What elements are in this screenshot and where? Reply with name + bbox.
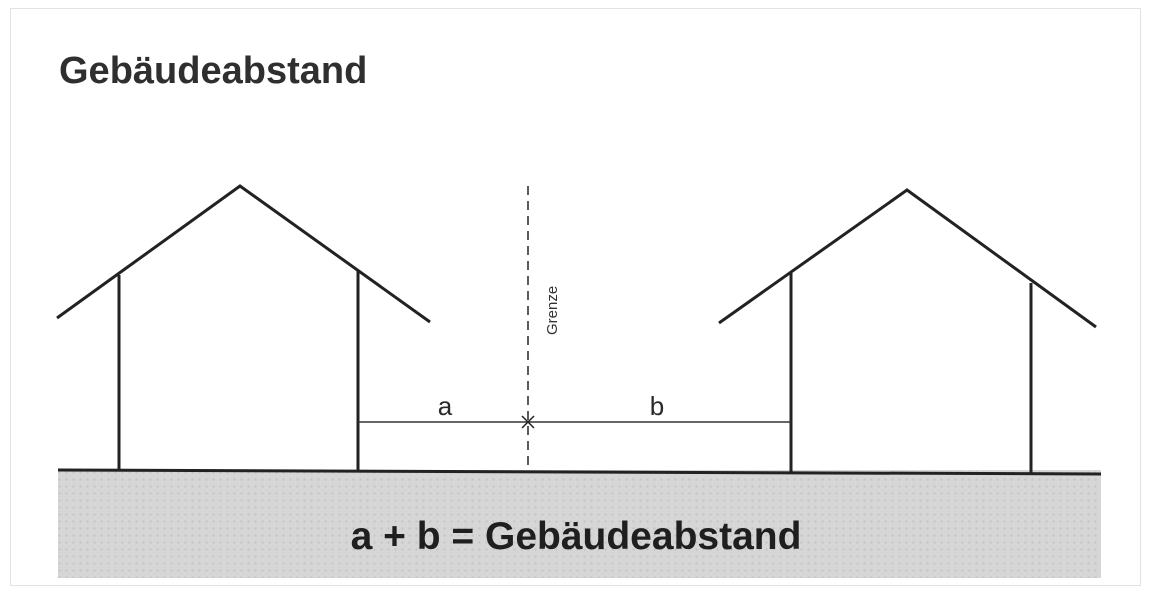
ground-area <box>58 470 1101 578</box>
right-house-roof <box>718 188 1097 329</box>
right-house <box>718 188 1097 474</box>
distance-b-dimension: b <box>528 391 791 423</box>
left-house <box>56 184 431 470</box>
distance-a-label: a <box>438 391 453 421</box>
boundary-label: Grenze <box>544 286 561 335</box>
ground-line <box>57 468 1102 476</box>
distance-a-dimension: a <box>358 391 528 423</box>
page-title: Gebäudeabstand <box>59 50 368 92</box>
distance-b-label: b <box>650 391 664 421</box>
formula-text: a + b = Gebäudeabstand <box>351 515 802 558</box>
left-house-roof <box>56 184 431 324</box>
boundary-cross-marker <box>521 415 535 429</box>
